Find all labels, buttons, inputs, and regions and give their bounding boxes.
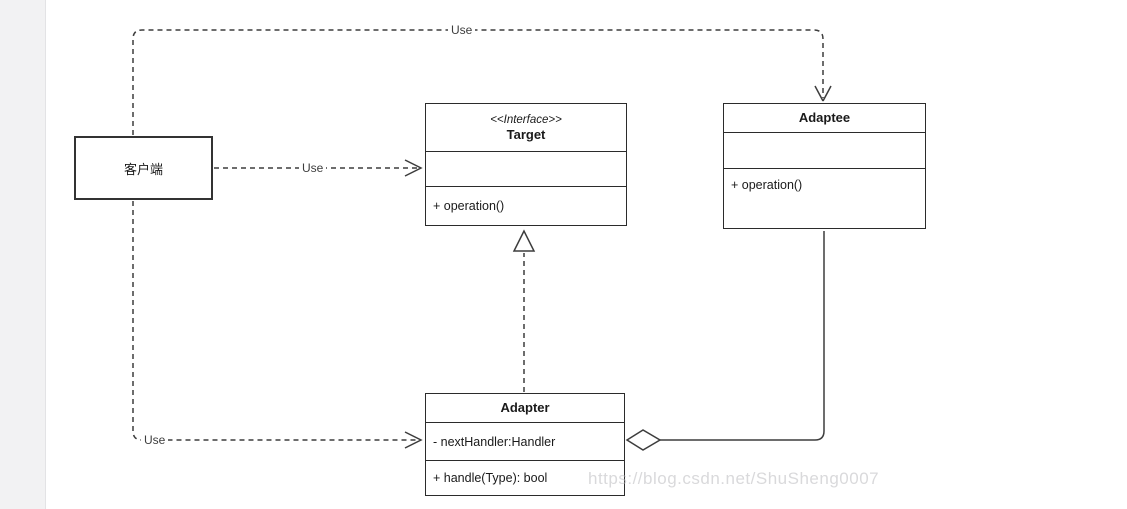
adaptee-attributes-section <box>724 132 925 168</box>
adaptee-header: Adaptee <box>724 104 925 132</box>
adapter-attributes-section: - nextHandler:Handler <box>426 422 624 460</box>
client-class-name: 客户端 <box>123 161 163 177</box>
adaptee-methods-section: + operation() <box>724 168 925 228</box>
target-methods-section: + operation() <box>426 186 626 225</box>
open-arrowhead-down-icon <box>814 85 832 102</box>
adapter-class-name: Adapter <box>500 400 550 415</box>
open-arrowhead-right-icon <box>404 431 423 449</box>
use-dependency-client-to-adaptee <box>132 29 832 135</box>
use-dependency-client-to-adapter <box>132 201 423 449</box>
target-method: + operation() <box>433 199 505 213</box>
target-header: <<Interface>> Target <box>426 104 626 151</box>
aggregation-adapter-to-adaptee <box>625 231 825 451</box>
realization-adapter-to-target <box>512 229 536 392</box>
adaptee-class-box: Adaptee + operation() <box>723 103 926 229</box>
open-arrowhead-right-icon <box>404 159 423 177</box>
hollow-diamond-icon <box>625 429 662 451</box>
edge-label-use-bottom: Use <box>141 433 169 448</box>
adapter-attribute: - nextHandler:Handler <box>433 434 556 449</box>
target-interface-box: <<Interface>> Target + operation() <box>425 103 627 226</box>
target-stereotype: <<Interface>> <box>490 113 562 126</box>
target-attributes-section <box>426 151 626 186</box>
adapter-methods-section: + handle(Type): bool <box>426 460 624 495</box>
adapter-method: + handle(Type): bool <box>433 471 548 485</box>
watermark-text: https://blog.csdn.net/ShuSheng0007 <box>588 469 880 488</box>
left-gutter-strip <box>0 0 46 509</box>
adaptee-method: + operation() <box>731 178 803 192</box>
target-class-name: Target <box>506 126 546 142</box>
adapter-header: Adapter <box>426 394 624 422</box>
hollow-triangle-arrowhead-icon <box>512 229 536 252</box>
adapter-class-box: Adapter - nextHandler:Handler + handle(T… <box>425 393 625 496</box>
edge-label-use-top: Use <box>448 23 476 38</box>
client-class-box: 客户端 <box>74 136 213 200</box>
adaptee-class-name: Adaptee <box>798 110 851 125</box>
edge-label-use-middle: Use <box>299 161 327 176</box>
